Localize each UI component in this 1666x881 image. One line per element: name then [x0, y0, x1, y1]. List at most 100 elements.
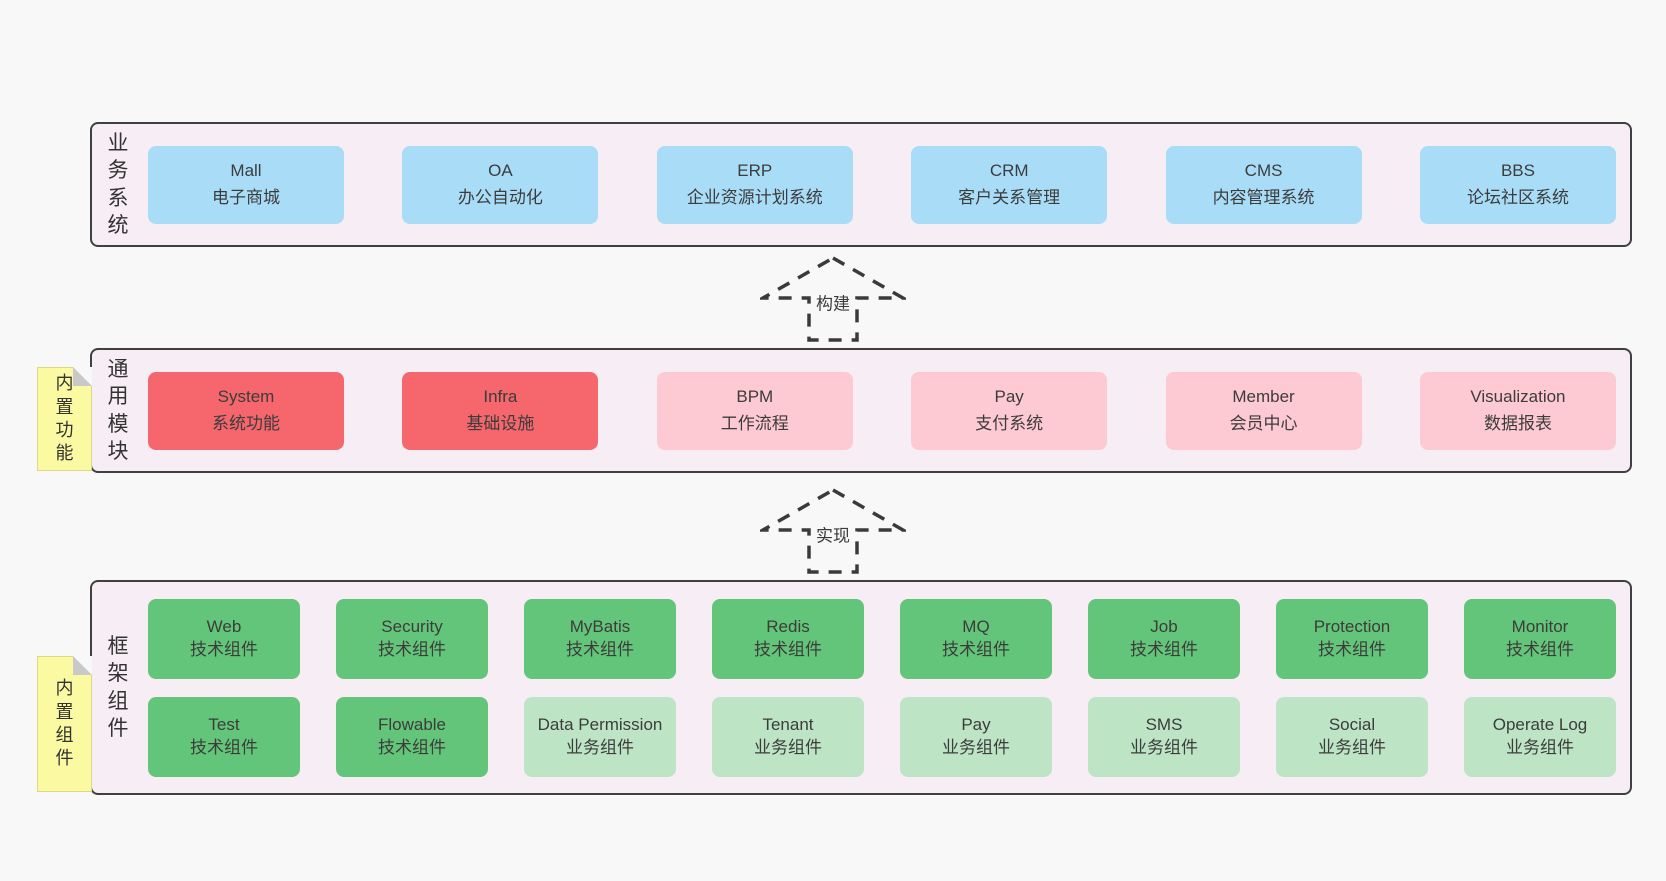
- box-title-zh: 内容管理系统: [1212, 187, 1315, 207]
- box-operate-log: Operate Log 业务组件: [1464, 696, 1616, 777]
- layer-side-label: 业务系统: [92, 124, 144, 245]
- box-title-en: ERP: [737, 161, 773, 181]
- box-title-zh: 工作流程: [720, 413, 789, 433]
- box-visualization: Visualization 数据报表: [1419, 371, 1616, 450]
- sticky-note-text: 内置组件: [55, 678, 74, 769]
- layer-side-label-text: 业务系统: [107, 131, 129, 237]
- box-title-en: Flowable: [377, 715, 447, 735]
- box-title-en: Security: [381, 617, 443, 637]
- box-title-zh: 系统功能: [212, 413, 280, 433]
- box-title-zh: 数据报表: [1483, 413, 1552, 433]
- box-title-en: Infra: [483, 387, 518, 407]
- box-redis: Redis 技术组件: [712, 598, 864, 679]
- box-tenant: Tenant 业务组件: [712, 696, 864, 777]
- box-mall: Mall 电子商城: [148, 145, 344, 224]
- box-crm: CRM 客户关系管理: [911, 145, 1108, 224]
- box-social: Social 业务组件: [1276, 696, 1428, 777]
- component-boxes: Web 技术组件 Security 技术组件 MyBatis 技术组件 Redi…: [144, 582, 1630, 793]
- box-pay-module: Pay 支付系统: [911, 371, 1108, 450]
- box-title-en: Data Permission: [537, 715, 663, 735]
- component-row-2: Test 技术组件 Flowable 技术组件 Data Permission …: [148, 696, 1616, 777]
- box-pay-component: Pay 业务组件: [900, 696, 1052, 777]
- box-title-en: Social: [1328, 715, 1376, 735]
- box-data-permission: Data Permission 业务组件: [524, 696, 676, 777]
- box-title-zh: 技术组件: [754, 639, 822, 659]
- box-oa: OA 办公自动化: [402, 145, 599, 224]
- box-job: Job 技术组件: [1088, 598, 1240, 679]
- box-system: System 系统功能: [148, 371, 344, 450]
- component-row-1: Web 技术组件 Security 技术组件 MyBatis 技术组件 Redi…: [148, 598, 1616, 679]
- box-title-en: CMS: [1244, 161, 1283, 181]
- box-title-zh: 业务组件: [942, 737, 1010, 757]
- box-title-zh: 电子商城: [212, 187, 280, 207]
- box-title-en: Pay: [961, 715, 991, 735]
- sticky-note-text: 内置功能: [55, 373, 74, 464]
- box-mq: MQ 技术组件: [900, 598, 1052, 679]
- box-title-zh: 技术组件: [1130, 639, 1198, 659]
- box-title-zh: 基础设施: [466, 413, 535, 433]
- arrow-implement-label: 实现: [813, 520, 853, 548]
- box-title-en: System: [217, 387, 275, 407]
- box-title-en: SMS: [1145, 715, 1183, 735]
- box-title-en: Protection: [1313, 617, 1391, 637]
- layer-side-label: 通用模块: [92, 350, 144, 471]
- box-title-en: Mall: [230, 161, 262, 181]
- arrow-build: 构建: [0, 255, 1666, 343]
- box-bpm: BPM 工作流程: [656, 371, 853, 450]
- box-title-en: Redis: [766, 617, 810, 637]
- box-title-zh: 业务组件: [1506, 737, 1574, 757]
- box-title-zh: 支付系统: [975, 413, 1044, 433]
- box-title-zh: 企业资源计划系统: [686, 187, 823, 207]
- box-member: Member 会员中心: [1165, 371, 1362, 450]
- box-monitor: Monitor 技术组件: [1464, 598, 1616, 679]
- module-boxes: System 系统功能 Infra 基础设施 BPM 工作流程 Pay 支付系统…: [144, 350, 1630, 471]
- box-cms: CMS 内容管理系统: [1165, 145, 1362, 224]
- box-bbs: BBS 论坛社区系统: [1419, 145, 1616, 224]
- box-title-zh: 技术组件: [378, 639, 446, 659]
- box-title-en: Web: [206, 617, 242, 637]
- box-title-zh: 技术组件: [1318, 639, 1386, 659]
- box-flowable: Flowable 技术组件: [336, 696, 488, 777]
- box-title-zh: 会员中心: [1229, 413, 1298, 433]
- box-title-zh: 业务组件: [754, 737, 822, 757]
- box-test: Test 技术组件: [148, 696, 300, 777]
- box-title-en: Pay: [994, 387, 1024, 407]
- box-title-zh: 技术组件: [566, 639, 634, 659]
- business-boxes: Mall 电子商城 OA 办公自动化 ERP 企业资源计划系统 CRM 客户关系…: [144, 124, 1630, 245]
- box-title-en: Test: [208, 715, 240, 735]
- box-title-en: BPM: [736, 387, 774, 407]
- layer-business-systems: 业务系统 Mall 电子商城 OA 办公自动化 ERP 企业资源计划系统 CRM…: [90, 122, 1632, 247]
- layer-side-label-text: 通用模块: [107, 357, 129, 463]
- box-title-zh: 技术组件: [190, 737, 258, 757]
- box-title-zh: 业务组件: [1318, 737, 1386, 757]
- up-arrow-icon: 构建: [760, 255, 906, 343]
- up-arrow-icon: 实现: [760, 487, 906, 575]
- box-title-zh: 业务组件: [566, 737, 634, 757]
- box-title-en: Job: [1150, 617, 1178, 637]
- box-sms: SMS 业务组件: [1088, 696, 1240, 777]
- arrow-build-label: 构建: [813, 288, 853, 316]
- box-title-en: BBS: [1500, 161, 1535, 181]
- arrow-implement: 实现: [0, 487, 1666, 575]
- box-protection: Protection 技术组件: [1276, 598, 1428, 679]
- box-title-en: Member: [1232, 387, 1295, 407]
- box-title-zh: 技术组件: [942, 639, 1010, 659]
- box-title-en: Tenant: [762, 715, 814, 735]
- box-security: Security 技术组件: [336, 598, 488, 679]
- box-infra: Infra 基础设施: [402, 371, 599, 450]
- box-title-zh: 技术组件: [190, 639, 258, 659]
- box-title-en: Operate Log: [1492, 715, 1588, 735]
- box-title-en: CRM: [989, 161, 1029, 181]
- box-title-zh: 技术组件: [378, 737, 446, 757]
- box-erp: ERP 企业资源计划系统: [656, 145, 853, 224]
- box-title-en: MQ: [962, 617, 990, 637]
- box-title-en: OA: [488, 161, 513, 181]
- sticky-note-built-in-components: 内置组件: [37, 656, 92, 792]
- layer-side-label: 框架组件: [92, 582, 144, 793]
- box-mybatis: MyBatis 技术组件: [524, 598, 676, 679]
- box-title-zh: 论坛社区系统: [1466, 187, 1569, 207]
- box-title-zh: 技术组件: [1506, 639, 1574, 659]
- box-title-zh: 业务组件: [1130, 737, 1198, 757]
- sticky-note-built-in-features: 内置功能: [37, 367, 92, 471]
